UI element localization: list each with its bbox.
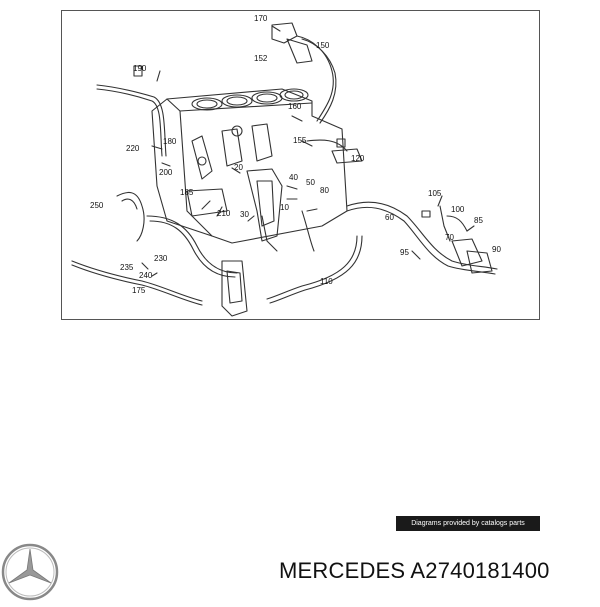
callout-110: 110 bbox=[320, 277, 333, 286]
diagram-credit-banner: Diagrams provided by catalogs parts bbox=[396, 516, 540, 531]
callout-250: 250 bbox=[90, 201, 104, 210]
callout-210: 210 bbox=[217, 209, 231, 218]
callout-30: 30 bbox=[240, 210, 249, 219]
callout-10: 10 bbox=[280, 203, 289, 212]
callout-150: 150 bbox=[316, 41, 330, 50]
callout-70: 70 bbox=[445, 233, 454, 242]
hose-250 bbox=[116, 191, 145, 242]
callout-230: 230 bbox=[154, 254, 168, 263]
callout-170: 170 bbox=[254, 14, 268, 23]
mercedes-star-icon bbox=[0, 542, 60, 602]
parts-diagram: 170 150 152 190 160 180 155 220 120 200 … bbox=[61, 10, 540, 320]
hose-60 bbox=[346, 201, 498, 270]
callout-105: 105 bbox=[428, 189, 442, 198]
callout-155: 155 bbox=[293, 136, 307, 145]
callout-60: 60 bbox=[385, 213, 394, 222]
engine-block-drawing bbox=[71, 22, 498, 317]
callout-95: 95 bbox=[400, 248, 409, 257]
callout-85: 85 bbox=[474, 216, 483, 225]
callout-185: 185 bbox=[180, 188, 194, 197]
front-cover bbox=[246, 168, 283, 242]
hose-150 bbox=[296, 35, 334, 122]
callout-152: 152 bbox=[254, 54, 268, 63]
callout-180: 180 bbox=[163, 137, 177, 146]
callout-90: 90 bbox=[492, 245, 501, 254]
callout-160: 160 bbox=[288, 102, 302, 111]
callout-100: 100 bbox=[451, 205, 465, 214]
callout-20: 20 bbox=[234, 163, 243, 172]
pipe-110 bbox=[266, 235, 358, 300]
callout-240: 240 bbox=[139, 271, 153, 280]
part-number-caption: MERCEDES A2740181400 bbox=[279, 558, 550, 583]
callout-220: 220 bbox=[126, 144, 140, 153]
callout-40: 40 bbox=[289, 173, 298, 182]
callout-175: 175 bbox=[132, 286, 146, 295]
pipe-175 bbox=[71, 260, 203, 302]
callout-200: 200 bbox=[159, 168, 173, 177]
pipe-190 bbox=[96, 88, 163, 157]
callout-190: 190 bbox=[133, 64, 147, 73]
callout-120: 120 bbox=[351, 154, 365, 163]
callout-50: 50 bbox=[306, 178, 315, 187]
callout-80: 80 bbox=[320, 186, 329, 195]
callout-235: 235 bbox=[120, 263, 134, 272]
